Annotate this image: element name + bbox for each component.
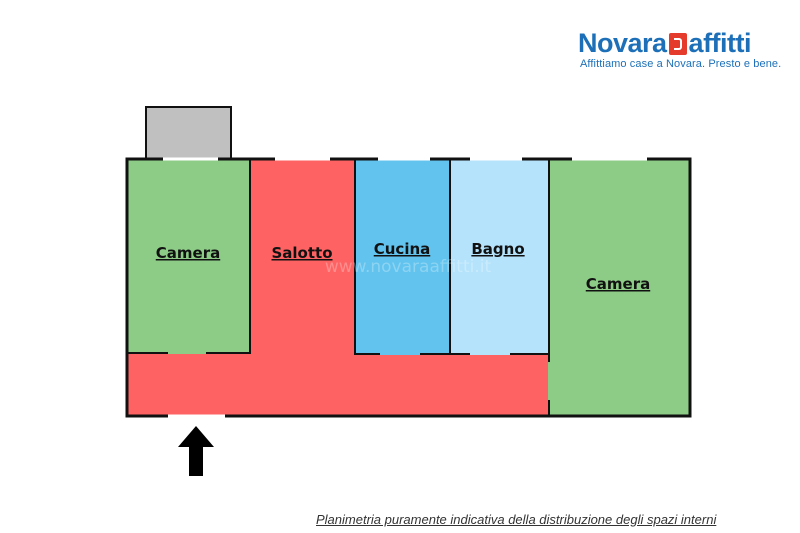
label-cucina: Cucina <box>374 240 431 258</box>
logo-tagline: Affittiamo case a Novara. Presto e bene. <box>580 58 782 70</box>
wall-openings <box>163 157 647 418</box>
room-camera-1 <box>126 158 251 354</box>
disclaimer-caption: Planimetria puramente indicativa della d… <box>316 512 717 527</box>
internal-doors <box>168 352 550 400</box>
logo-mark-icon <box>668 33 687 55</box>
logo-brand-left: Novara <box>578 28 667 58</box>
watermark: www.novaraaffitti.it <box>325 257 492 277</box>
label-camera-1: Camera <box>156 244 220 262</box>
novara-affitti-logo: Novara affitti Affittiamo case a Novara. … <box>578 28 790 72</box>
arrow-up-icon <box>178 426 214 476</box>
label-camera-2: Camera <box>586 275 650 293</box>
balcony <box>145 106 232 160</box>
logo-brand-right: affitti <box>688 28 752 58</box>
logo-brand: Novara affitti <box>578 28 752 58</box>
label-salotto: Salotto <box>271 244 332 262</box>
label-bagno: Bagno <box>471 240 524 258</box>
